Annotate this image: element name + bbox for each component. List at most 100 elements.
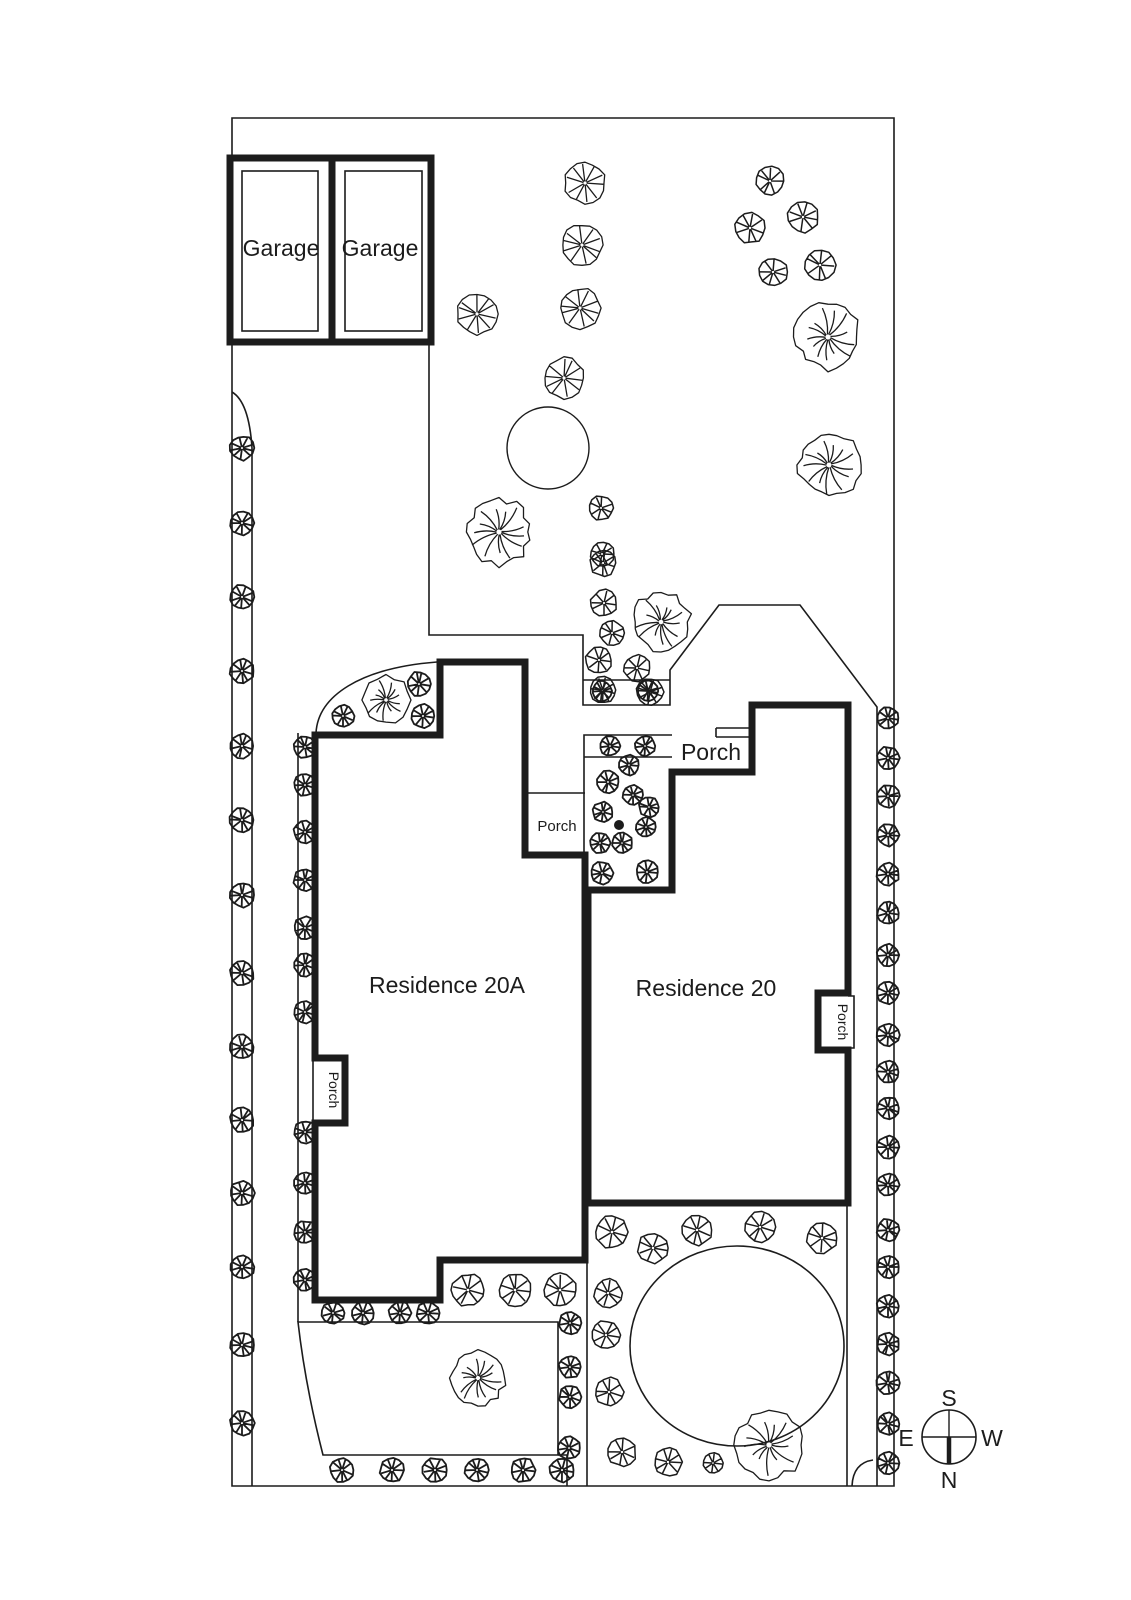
shrub-icon [876,1096,900,1121]
shrub-icon [875,1294,900,1319]
garage-bay-left-inner [241,170,319,332]
residence-20a-outline [311,658,589,1304]
tree-icon [796,433,862,497]
tree-icon [803,249,837,282]
tree-icon [744,1210,777,1244]
property-boundary [231,117,895,1487]
shrub-icon [618,753,640,777]
left-nature-strip [231,391,253,1486]
shrub-icon [229,732,254,760]
tree-icon [543,1272,577,1307]
shrub-icon [293,952,318,978]
garage-bay-right-inner [344,170,423,332]
shrub-icon [875,861,900,887]
tree-icon [465,496,531,569]
shrub-icon [293,1000,317,1025]
tree-icon [755,165,785,196]
residence-20-label: Residence 20 [636,975,777,1001]
shrub-icon [592,680,613,703]
tree-icon [544,356,585,401]
tree-icon [589,549,617,578]
shrub-icon [378,1457,405,1483]
shrub-icon [292,868,317,892]
shrub-icon [387,1300,413,1325]
tree-icon [584,646,612,674]
shrub-icon [634,735,657,757]
shrub-icon [292,1268,318,1292]
porch-20a-west-label: Porch [326,1072,342,1109]
shrub-icon [876,1172,901,1197]
building-walls [226,154,852,1304]
shrub-icon [292,819,318,845]
shrub-icon [876,980,900,1006]
shrub-icon [875,1370,901,1395]
shrub-icon [558,1385,583,1410]
shrub-icon [876,746,901,770]
east-porch-edge [848,995,855,1049]
front-porch-label: Porch [681,739,741,765]
shrub-icon [293,1120,317,1145]
shrub-icon [599,735,622,757]
shrub-icon [876,1450,901,1476]
shrub-icon [292,735,317,759]
shrub-icon [329,1457,355,1483]
shrub-icon [228,657,255,685]
compass-label-left: E [898,1425,913,1451]
shrub-icon [637,679,660,702]
tree-icon [457,293,499,337]
shrub-dot-icon [614,820,624,830]
tree-icon [607,1437,637,1468]
tree-icon [498,1273,532,1308]
shrub-icon [228,807,255,834]
tree-icon [636,1233,669,1265]
tree-icon [599,619,626,647]
tree-icon [734,211,766,244]
residence-20a-label: Residence 20A [369,972,526,998]
tree-icon [562,224,604,266]
porch-20a-top-label: Porch [537,818,576,835]
shrub-icon [351,1300,375,1326]
rear-lawn-oval-20 [629,1245,845,1447]
compass-rose: S N E W [898,1385,1003,1493]
driveway-and-canopy-line [428,342,878,1486]
tree-icon [681,1214,713,1247]
shrub-icon [228,436,256,462]
shrub-icon [229,1410,256,1437]
tree-icon [560,287,602,331]
shrub-icon [590,861,615,886]
garage-right-label: Garage [342,235,419,261]
shrub-icon [876,823,901,848]
shrub-icon [876,1331,900,1357]
shrub-icon [463,1458,490,1483]
garage-left-label: Garage [243,235,320,261]
shrub-icon [421,1457,448,1483]
tree-icon [702,1451,724,1474]
rear-lawn-20a [297,1321,559,1456]
gate-arc [851,1459,874,1487]
shrub-icon [229,1106,254,1133]
shrub-icon [229,1033,255,1059]
shrub-icon [875,1059,900,1084]
shrub-icon [548,1458,575,1484]
shrub-icon [596,769,620,795]
shrub-icon [875,1022,901,1048]
shrub-icon [636,859,659,884]
tree-icon [564,161,606,205]
shrub-icon [591,800,614,823]
shrub-icon [320,1301,346,1325]
tree-icon [593,1277,624,1309]
tree-icon [622,653,651,683]
tree-icon [448,1348,507,1407]
shrub-icon [611,831,633,854]
shrub-icon [876,784,901,809]
shrub-icon [229,1254,256,1280]
shrub-icon [638,796,660,819]
shrub-icon [230,1180,256,1206]
tree-icon [595,1215,629,1249]
tree-icon [758,258,789,287]
tree-icon [654,1446,684,1477]
shrub-icon [229,1332,255,1357]
tree-icon [361,673,412,724]
shrub-icon [410,703,436,729]
